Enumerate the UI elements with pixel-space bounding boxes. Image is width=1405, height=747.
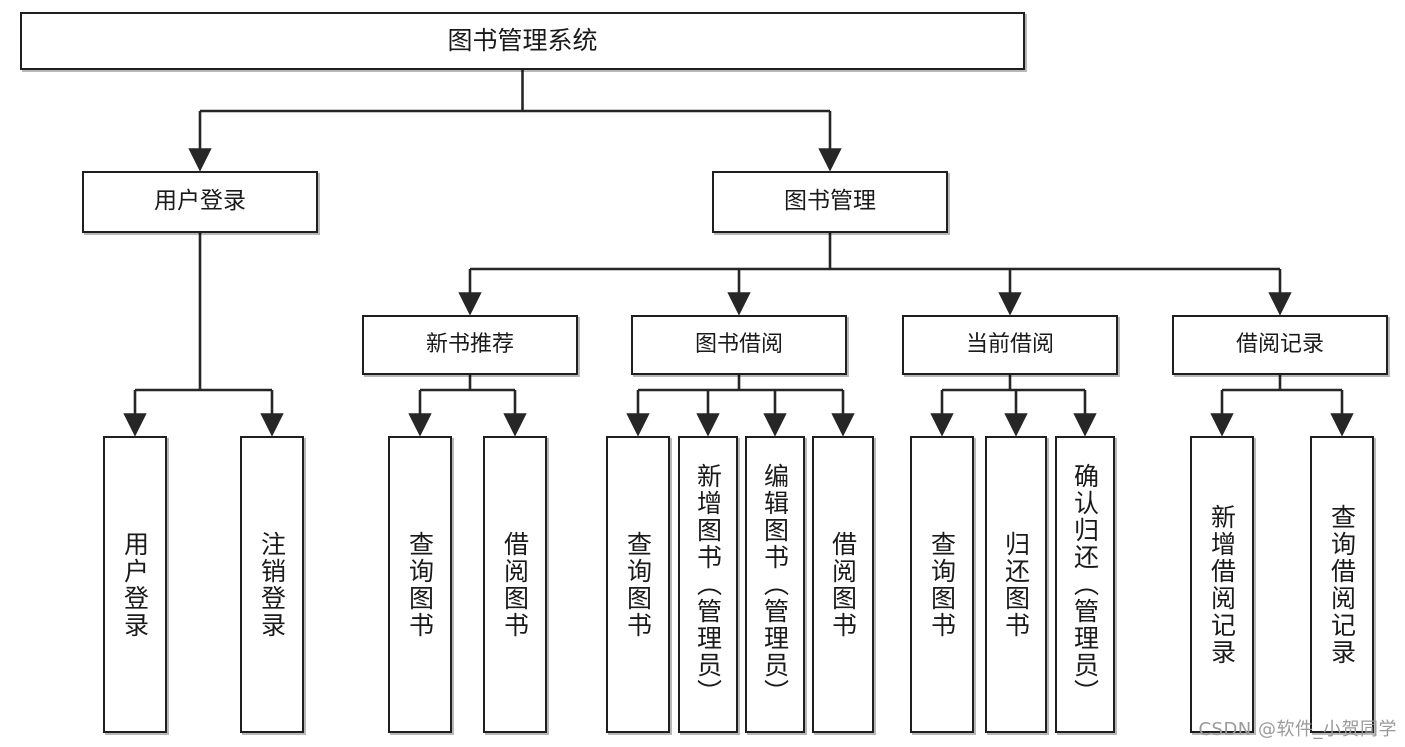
node-leaf-user-logout[interactable]: 注销登录: [240, 436, 304, 733]
node-login[interactable]: 用户登录: [82, 171, 318, 233]
node-leaf-return-book[interactable]: 归还图书: [985, 436, 1047, 733]
node-leaf-borrow-book-2[interactable]: 借阅图书: [812, 436, 874, 733]
node-root[interactable]: 图书管理系统: [20, 12, 1025, 70]
node-label: 新增图书（管理员）: [693, 463, 723, 706]
node-label: 查询图书: [623, 530, 653, 639]
node-leaf-query-book-2[interactable]: 查询图书: [606, 436, 670, 733]
node-label: 查询图书: [927, 530, 957, 639]
node-label: 用户登录: [154, 188, 246, 215]
node-leaf-query-book-3[interactable]: 查询图书: [910, 436, 974, 733]
node-label: 图书借阅: [694, 332, 783, 358]
node-leaf-edit-book[interactable]: 编辑图书（管理员）: [745, 436, 805, 733]
node-label: 借阅记录: [1235, 332, 1324, 358]
node-label: 查询图书: [405, 530, 435, 639]
node-leaf-query-record[interactable]: 查询借阅记录: [1310, 436, 1374, 733]
node-newbook[interactable]: 新书推荐: [362, 315, 578, 375]
node-current[interactable]: 当前借阅: [902, 315, 1118, 375]
node-label: 查询借阅记录: [1327, 503, 1357, 666]
node-borrow[interactable]: 图书借阅: [631, 315, 847, 375]
node-label: 用户登录: [120, 530, 150, 639]
node-leaf-query-book-1[interactable]: 查询图书: [388, 436, 452, 733]
node-leaf-add-book[interactable]: 新增图书（管理员）: [678, 436, 738, 733]
node-leaf-borrow-book-1[interactable]: 借阅图书: [483, 436, 547, 733]
node-label: 借阅图书: [828, 530, 858, 639]
node-leaf-user-login[interactable]: 用户登录: [103, 436, 167, 733]
node-label: 借阅图书: [500, 530, 530, 639]
node-leaf-confirm-return[interactable]: 确认归还（管理员）: [1055, 436, 1115, 733]
node-leaf-add-record[interactable]: 新增借阅记录: [1190, 436, 1254, 733]
node-label: 图书管理: [784, 188, 876, 215]
node-label: 编辑图书（管理员）: [760, 463, 790, 706]
node-records[interactable]: 借阅记录: [1172, 315, 1388, 375]
node-label: 归还图书: [1001, 530, 1031, 639]
node-bookmgmt[interactable]: 图书管理: [712, 171, 948, 233]
node-label: 新增借阅记录: [1207, 503, 1237, 666]
node-label: 图书管理系统: [447, 26, 598, 56]
node-label: 注销登录: [257, 530, 287, 639]
node-label: 当前借阅: [965, 332, 1054, 358]
node-label: 确认归还（管理员）: [1070, 463, 1100, 706]
node-label: 新书推荐: [425, 332, 514, 358]
